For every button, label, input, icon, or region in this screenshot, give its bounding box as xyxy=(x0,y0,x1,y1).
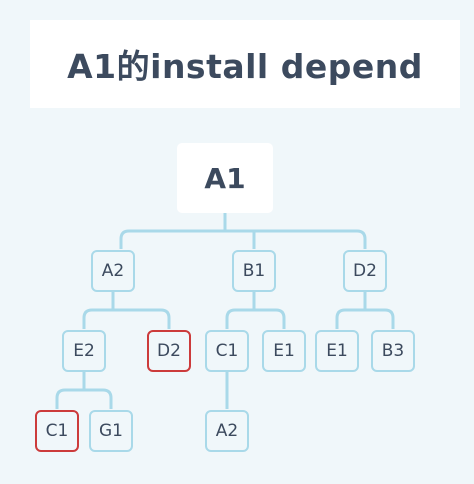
connector-d2-bar xyxy=(335,308,395,329)
node-e1: E1 xyxy=(262,330,306,372)
connector-root-bar xyxy=(119,229,367,249)
connector-e2-bar xyxy=(55,388,113,409)
title-panel: A1的install depend xyxy=(30,20,460,108)
root-node-label: A1 xyxy=(204,161,246,195)
node-g1: G1 xyxy=(89,410,133,452)
node-b1: B1 xyxy=(232,250,276,292)
diagram-title: A1的install depend xyxy=(67,47,423,86)
root-node: A1 xyxy=(177,143,273,213)
node-b3: B3 xyxy=(371,330,415,372)
node-a2: A2 xyxy=(91,250,135,292)
node-c1-duplicate: C1 xyxy=(35,410,79,452)
node-d2: D2 xyxy=(343,250,387,292)
connector-a2-bar xyxy=(82,308,171,329)
node-e2: E2 xyxy=(62,330,106,372)
node-e1: E1 xyxy=(315,330,359,372)
node-d2-duplicate: D2 xyxy=(147,330,191,372)
node-c1: C1 xyxy=(205,330,249,372)
connector-b1-bar xyxy=(225,308,286,329)
node-a2: A2 xyxy=(205,410,249,452)
